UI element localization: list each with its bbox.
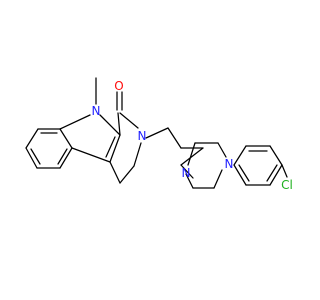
indole-nitrogen-label: N <box>92 104 101 118</box>
double-bond <box>238 164 250 182</box>
bond <box>133 142 142 167</box>
double-bond <box>266 164 278 182</box>
bond <box>213 169 223 189</box>
bond <box>187 142 196 166</box>
molecule-structure: N O N N N Cl <box>25 77 293 192</box>
butyl-chain <box>145 127 204 179</box>
benzene-ring <box>25 128 73 169</box>
chlorine-bond <box>281 164 288 178</box>
bond <box>233 164 247 186</box>
bond <box>99 114 121 136</box>
chlorophenyl-ring <box>233 145 288 186</box>
lactam-ring <box>109 91 142 184</box>
lactam-nitrogen-label: N <box>138 129 147 143</box>
carbonyl-oxygen-label: O <box>114 79 123 93</box>
bond <box>71 147 111 163</box>
piperazine-nitrogen-1-label: N <box>182 166 191 180</box>
bond <box>109 134 121 163</box>
bond <box>25 128 39 149</box>
bond <box>269 145 283 166</box>
bond <box>233 145 247 166</box>
molecule-canvas: N O N N N Cl <box>25 77 293 192</box>
bond <box>119 165 135 184</box>
chlorine-label: Cl <box>281 178 293 192</box>
bond <box>117 112 121 136</box>
bond <box>180 164 194 179</box>
bond <box>59 114 91 130</box>
bond <box>25 147 38 169</box>
bond <box>59 128 73 149</box>
bond <box>217 142 227 158</box>
bond <box>185 173 194 189</box>
pyrrole-ring <box>59 77 121 163</box>
bond <box>109 161 121 184</box>
piperazine-nitrogen-2-label: N <box>225 157 234 171</box>
double-bond <box>105 136 116 158</box>
bond <box>59 147 73 169</box>
bond <box>167 127 182 149</box>
bond <box>269 164 283 186</box>
bond <box>119 112 139 129</box>
double-bond <box>57 148 68 165</box>
bond <box>145 127 169 139</box>
bond <box>180 147 204 166</box>
double-bond <box>30 148 41 165</box>
piperazine-ring <box>185 142 227 189</box>
